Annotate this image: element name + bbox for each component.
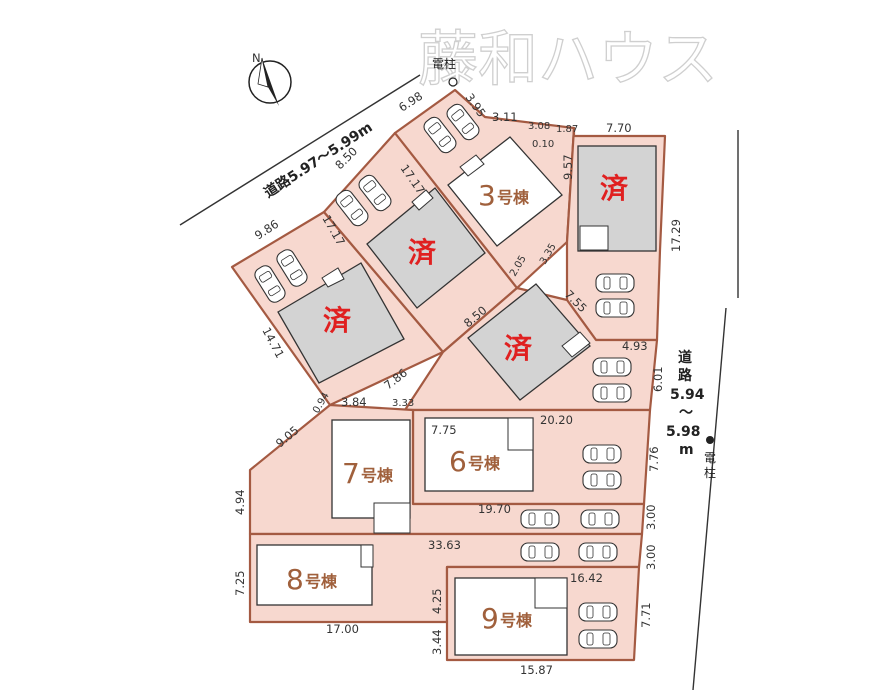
lot-8-suffix: 号棟 [305,572,338,591]
car-icon [578,602,618,622]
car-icon [595,273,635,293]
dimension-label: 3.11 [492,110,518,124]
east-road-line-1: 道 [678,349,692,366]
east-road-label: 道 路 5.94 ～ 5.98 m [666,349,705,458]
dimension-label: 19.70 [478,502,511,516]
lot-9-suffix: 号棟 [500,611,533,630]
utility-pole-icon [706,436,714,444]
east-road-line-3: 5.94 [670,387,705,403]
lot-7-label: 7 号棟 [342,457,394,490]
dimension-label: 7.75 [431,423,457,437]
car-icon [578,629,618,649]
dimension-label: 33.63 [428,538,461,552]
north-road-edge [179,74,421,226]
utility-pole-icon [448,77,458,87]
dimension-label: 3.84 [341,395,367,409]
house-lot-7 [331,419,411,519]
entrance-icon [373,502,411,534]
lot-5-sold-mark: 済 [504,332,533,365]
dimension-label: 0.10 [532,139,554,150]
east-road-line-2: 路 [678,367,693,384]
car-icon [582,444,622,464]
entrance-icon [561,331,591,358]
entrance-icon [534,577,568,609]
entrance-icon [507,417,534,451]
dimension-labels: 6.98 3.95 3.11 3.08 1.87 7.70 0.10 9.57 … [233,89,683,677]
dimension-label: 3.00 [644,544,658,570]
compass-icon: N [248,51,292,106]
lot-8-number: 8 [286,563,304,596]
dimension-label: 9.57 [561,154,575,180]
house-lot-2 [366,187,486,309]
east-road-line-6: m [679,442,694,458]
car-icon [520,542,560,562]
watermark: 藤和ハウス [418,25,718,95]
lot-9-number: 9 [481,602,499,635]
car-icon [592,383,632,403]
lot-8-label: 8 号棟 [286,563,338,596]
lot-7-suffix: 号棟 [361,466,394,485]
dimension-label: 1.87 [556,124,578,135]
dimension-label: 3.44 [430,629,444,655]
east-road-line-5: 5.98 [666,424,701,440]
dimension-label: 7.71 [639,602,653,628]
dimension-label: 7.25 [233,570,247,596]
east-road-edge-lower [692,307,727,691]
utility-pole-label-right-1: 電 [704,451,716,465]
car-icon [592,357,632,377]
dimension-label: 3.33 [392,398,414,409]
lot-3-label: 3 号棟 [478,179,530,212]
car-icon [520,509,560,529]
house-lot-8 [256,544,373,606]
dimension-label: 4.93 [622,339,648,353]
lot-6-number: 6 [449,445,467,478]
entrance-icon [459,154,485,177]
lot-3-suffix: 号棟 [497,188,530,207]
lot-4-sold-mark: 済 [600,172,629,205]
dimension-label: 7.76 [647,446,661,472]
dimension-label: 4.25 [430,588,444,614]
utility-pole-label-right-2: 柱 [704,465,716,480]
lot-1-sold-mark: 済 [323,304,352,337]
lot-2-sold-mark: 済 [408,236,437,269]
entrance-icon [579,225,609,251]
compass-label: N [252,51,261,65]
dimension-label: 7.70 [606,121,632,135]
lot-9-label: 9 号棟 [481,602,533,635]
house-lot-5 [467,283,591,401]
car-icon [578,542,618,562]
dimension-label: 17.00 [326,622,359,636]
dimension-label: 6.01 [651,366,665,392]
dimension-label: 17.29 [669,219,683,252]
east-road-line-4: ～ [679,405,693,421]
lot-3-number: 3 [478,179,496,212]
lot-6-label: 6 号棟 [449,445,501,478]
car-icon [580,509,620,529]
dimension-label: 4.94 [233,489,247,515]
dimension-label: 15.87 [520,663,553,677]
entrance-icon [360,544,374,568]
dimension-label: 20.20 [540,413,573,427]
dimension-label: 9.86 [252,217,281,243]
dimension-label: 3.08 [528,121,550,132]
entrance-icon [321,267,345,288]
dimension-label: 16.42 [570,571,603,585]
lot-6-suffix: 号棟 [468,454,501,473]
lot-7-number: 7 [342,457,360,490]
entrance-icon [411,189,434,211]
dimension-label: 3.00 [644,504,658,530]
utility-pole-label-top: 電柱 [432,56,456,71]
car-icon [582,470,622,490]
car-icon [595,298,635,318]
